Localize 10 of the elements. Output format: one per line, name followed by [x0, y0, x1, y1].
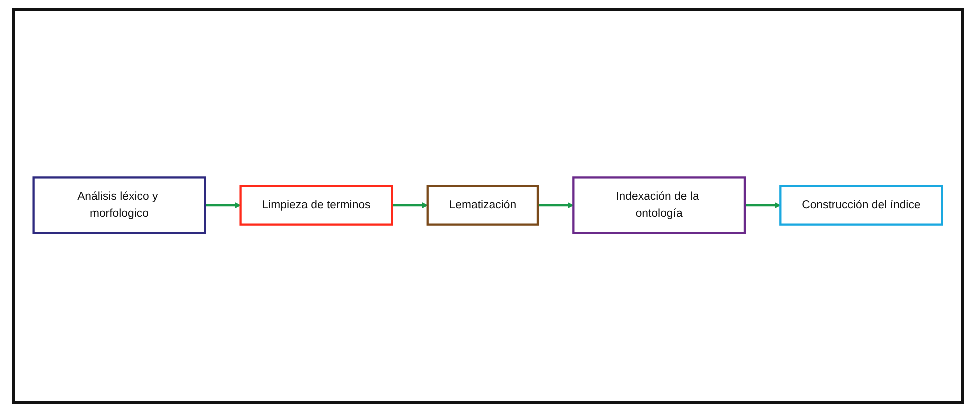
arrow [205, 202, 242, 210]
node-box [572, 177, 746, 235]
arrow [538, 202, 574, 210]
arrow [392, 202, 428, 210]
node-box [426, 186, 540, 226]
node-box [240, 186, 394, 226]
node-box [780, 186, 944, 226]
node-box [32, 177, 206, 235]
arrow [744, 202, 781, 210]
frame-border: Análisis léxico y morfologico Limpieza de terminos Lematización Indexación de la ontología Construcción del índice [12, 8, 964, 404]
